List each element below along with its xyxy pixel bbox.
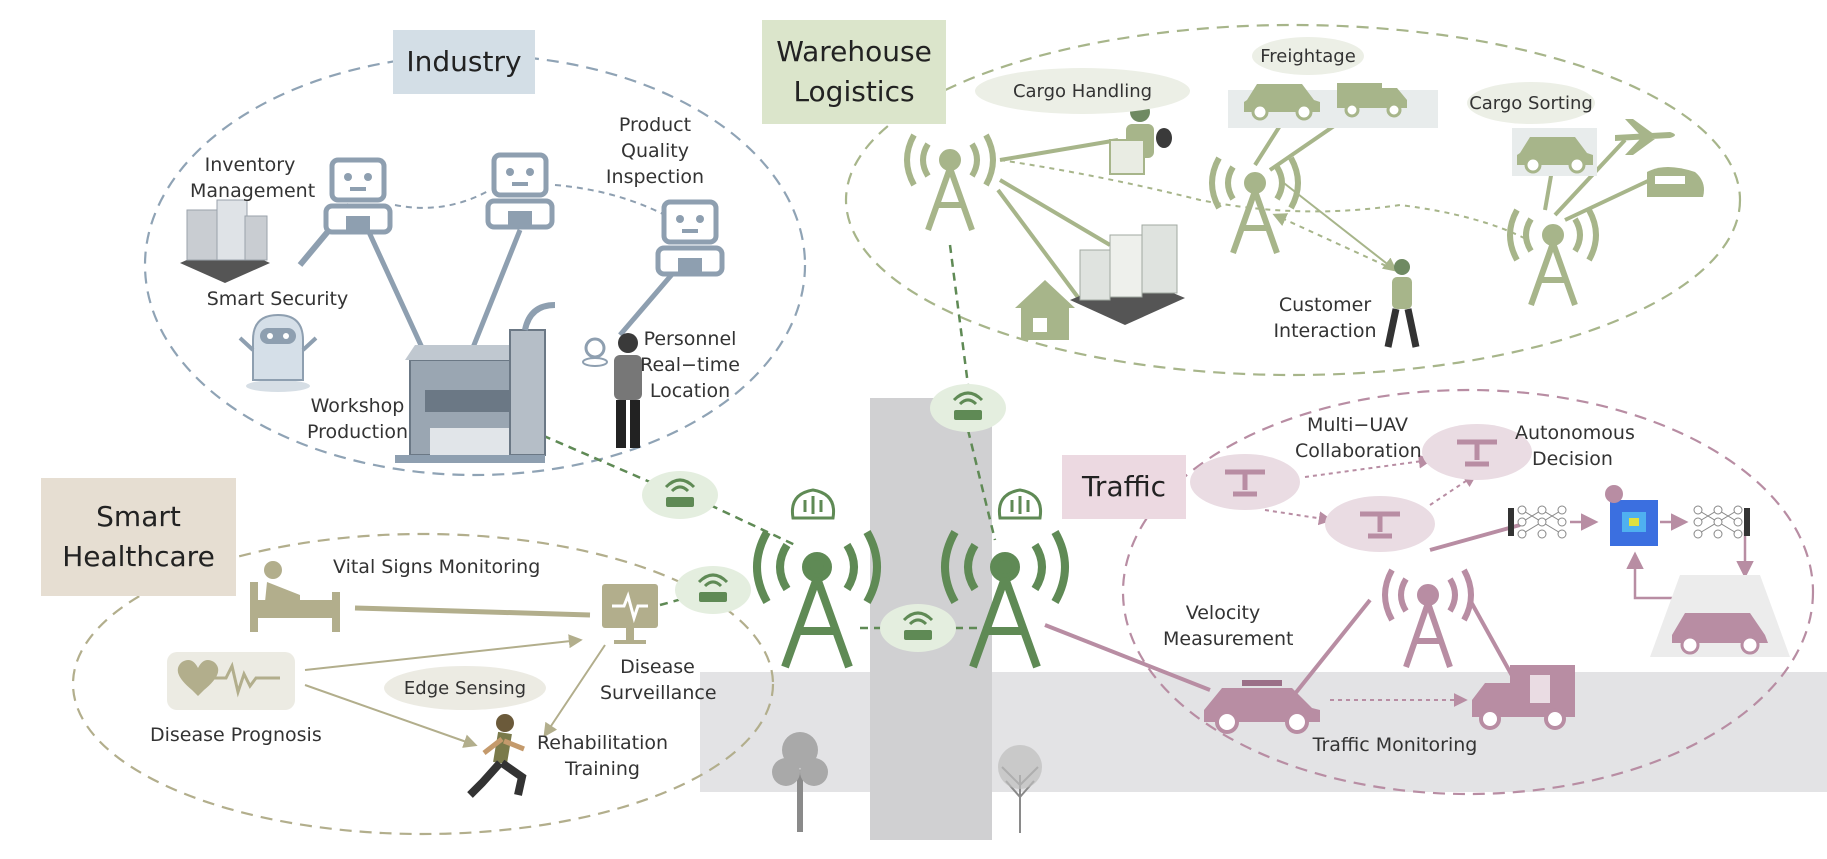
edge-sensing-pill: Edge Sensing (384, 666, 546, 710)
tower-icon (1209, 156, 1301, 255)
router-icon (930, 384, 1006, 432)
healthcare-title: Smart Healthcare (41, 478, 236, 596)
box-stack-icon (1070, 224, 1185, 325)
robot-icon (655, 199, 725, 277)
autonomous-car-icon (1650, 575, 1790, 657)
drone-icon (1325, 496, 1435, 552)
factory-icon (395, 302, 556, 463)
person-icon (1384, 259, 1420, 348)
traffic-links (1044, 454, 1754, 707)
traffic-monitoring-label: Traffic Monitoring (1312, 734, 1478, 756)
runner-icon (467, 714, 527, 798)
router-icon (642, 471, 718, 519)
airplane-icon (1615, 119, 1675, 155)
traffic-boundary (1121, 388, 1815, 796)
vital-signs-label: Vital Signs Monitoring (333, 556, 541, 578)
industry-title-text: Industry (406, 45, 522, 78)
security-robot-icon (238, 313, 318, 392)
house-icon (1015, 280, 1075, 340)
warehouse-links (996, 108, 1651, 302)
disease-prognosis-label: Disease Prognosis (150, 724, 322, 746)
tower-icon (753, 530, 881, 669)
cargo-handling-label: Cargo Handling (1012, 80, 1153, 102)
location-pin-icon (582, 337, 608, 367)
car-icon (1244, 84, 1320, 121)
robot-icon (485, 152, 555, 230)
person-icon (614, 333, 642, 448)
warehouse-title-line2: Logistics (793, 75, 915, 108)
cargo-sorting-label: Cargo Sorting (1469, 92, 1593, 114)
train-icon (1647, 167, 1704, 197)
truck-icon (1472, 665, 1575, 730)
neural-net-icon (1693, 505, 1750, 539)
warehouse-title: Warehouse Logistics (762, 20, 946, 124)
tree-icon (998, 745, 1042, 833)
brain-icon (790, 488, 836, 520)
tree-icon (772, 732, 828, 832)
worker-icon (1109, 102, 1172, 175)
router-icon (880, 604, 956, 652)
healthcare-title-line1: Smart (96, 500, 181, 533)
brain-icon (997, 488, 1043, 520)
drone-icon (1190, 454, 1300, 510)
edge-sensing-label: Edge Sensing (403, 677, 527, 699)
car-icon (1517, 137, 1593, 174)
healthcare-boundary (71, 532, 775, 836)
security-label: Smart Security (206, 288, 349, 310)
robot-icon (323, 157, 393, 235)
healthcare-title-line2: Healthcare (62, 540, 215, 573)
tower-icon (1507, 208, 1599, 307)
healthcare-links (304, 605, 606, 748)
freightage-pill: Freightage (1252, 37, 1364, 75)
warehouse-boundary (844, 23, 1742, 377)
cargo-handling-pill: Cargo Handling (975, 68, 1190, 114)
industry-title: Industry (393, 30, 535, 94)
monitor-icon (602, 584, 658, 644)
heatmap-icon (1605, 485, 1658, 546)
tower-icon (941, 530, 1069, 669)
tower-icon (904, 133, 996, 232)
bed-icon (250, 561, 340, 632)
warehouse-title-line1: Warehouse (776, 35, 932, 68)
tower-icon (1382, 568, 1474, 668)
traffic-title-text: Traffic (1081, 470, 1167, 503)
freightage-label: Freightage (1260, 45, 1356, 67)
box-stack-icon (180, 199, 270, 283)
traffic-title: Traffic (1062, 455, 1186, 519)
heart-ecg-icon (167, 652, 295, 710)
drone-icon (1422, 424, 1532, 480)
car-icon (1204, 680, 1320, 734)
router-icon (675, 566, 751, 614)
neural-net-icon (1508, 505, 1567, 539)
truck-icon (1337, 83, 1407, 118)
warehouse-tower-link (948, 244, 970, 386)
cargo-sorting-pill: Cargo Sorting (1467, 82, 1595, 124)
